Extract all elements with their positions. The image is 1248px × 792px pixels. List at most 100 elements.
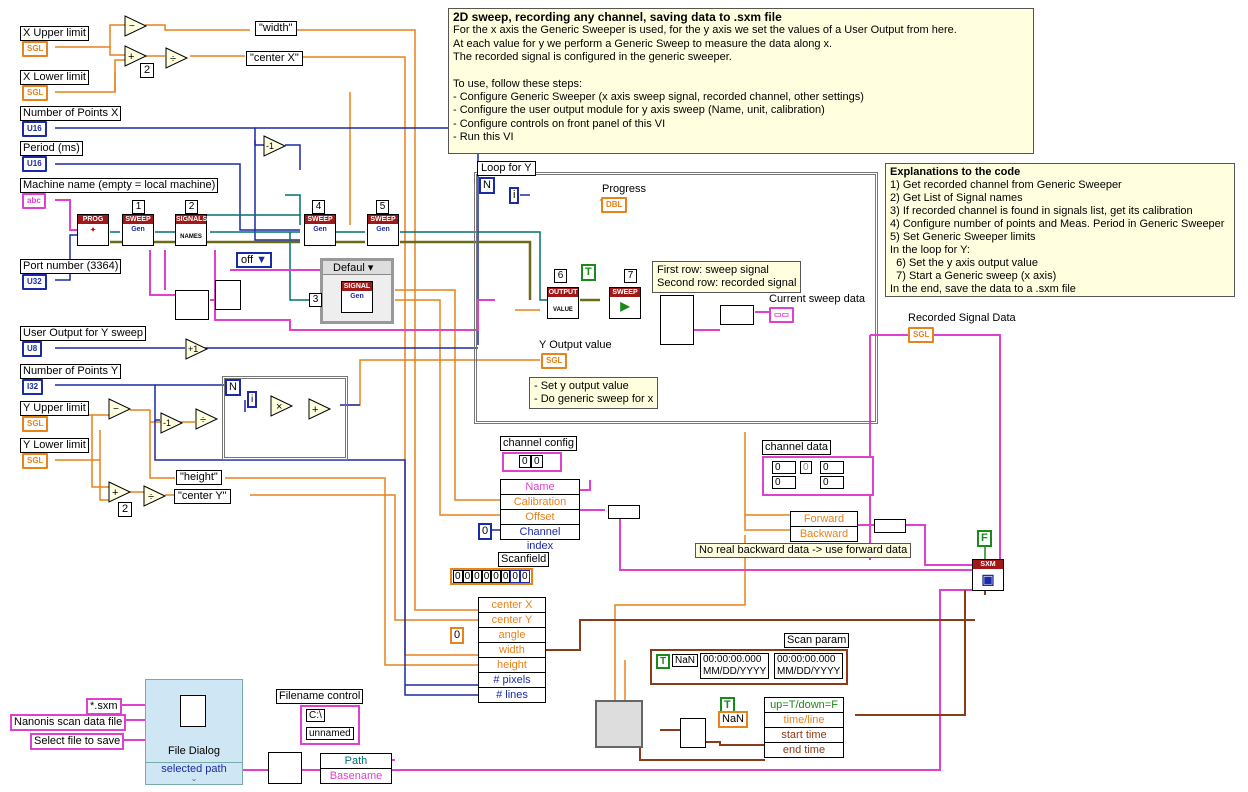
const-sxm-pattern[interactable]: *.sxm (86, 698, 122, 715)
case-selector[interactable]: Defaul ▾ (323, 261, 391, 275)
current-sweep-indicator[interactable]: ▭▭ (769, 307, 795, 323)
elapsed-time-icon[interactable] (595, 700, 643, 748)
recorded-signal-label: Recorded Signal Data (908, 312, 1016, 324)
const-two-x[interactable]: 2 (140, 63, 155, 78)
scanfield-value: 0 (472, 570, 482, 583)
explanation-line: 3) If recorded channel is found in signa… (890, 205, 1193, 217)
scanfield-bundle[interactable]: center X center Y angle width height # p… (478, 597, 546, 703)
period-terminal[interactable]: U16 (22, 156, 47, 172)
filename-control-constant[interactable]: C:\ unnamed (300, 705, 360, 745)
svg-text:+: + (312, 404, 318, 416)
search-array-icon[interactable] (175, 290, 209, 320)
port-terminal[interactable]: U32 (22, 274, 47, 290)
y-upper-terminal[interactable]: SGL (22, 416, 49, 432)
const-false[interactable]: F (977, 530, 992, 547)
points-y-terminal[interactable]: I32 (22, 379, 44, 395)
build-cluster-data-icon[interactable] (874, 519, 906, 533)
description-line: To use, follow these steps: (453, 77, 583, 90)
rows-note: First row: sweep signal Second row: reco… (652, 261, 802, 293)
subtract-y-node[interactable]: − (108, 398, 132, 420)
sxm-save-vi[interactable]: SXM▣ (972, 559, 1004, 591)
build-cluster-icon[interactable] (608, 505, 640, 519)
y-values-for-loop[interactable]: N i (222, 376, 348, 460)
true-const-loop[interactable]: T (581, 264, 596, 281)
get-date-time-icon[interactable] (680, 718, 706, 748)
points-x-terminal[interactable]: U16 (22, 121, 47, 137)
x-lower-terminal[interactable]: SGL (22, 85, 49, 101)
const-height[interactable]: "height" (176, 470, 222, 485)
filename-control-label: Filename control (276, 689, 364, 704)
build-array-icon[interactable] (720, 305, 754, 325)
const-angle-zero[interactable]: 0 (450, 627, 465, 644)
add-node[interactable]: + (124, 45, 148, 67)
y-upper-label: Y Upper limit (20, 401, 89, 416)
channel-data-cell: 0 (772, 461, 796, 474)
add-y-node[interactable]: + (308, 398, 332, 420)
file-dialog-output[interactable]: selected path (146, 762, 242, 775)
file-dialog-node[interactable]: File Dialog selected path ⌄ (145, 679, 243, 785)
filename-bundle[interactable]: Path Basename (320, 753, 392, 784)
channel-data-constant[interactable]: 0 0 0 0 0 (762, 456, 874, 496)
const-width[interactable]: "width" (255, 21, 297, 36)
chevron-down-icon: ⌄ (190, 774, 198, 783)
channel-data-bundle[interactable]: Forward Backward (790, 511, 858, 542)
divide-node[interactable]: ÷ (165, 47, 189, 69)
explanations-title: Explanations to the code (890, 166, 1021, 178)
description-title: 2D sweep, recording any channel, saving … (453, 10, 782, 24)
progress-indicator[interactable]: DBL (601, 197, 628, 213)
const-channel-zero[interactable]: 0 (478, 523, 493, 540)
x-upper-terminal[interactable]: SGL (22, 41, 49, 57)
prog-init-vi[interactable]: PROG INIT✦ (77, 214, 109, 246)
step-5-number: 5 (376, 200, 389, 214)
channel-config-bundle[interactable]: Name Calibration Offset Channel index (500, 479, 580, 552)
scan-param-label: Scan param (784, 633, 850, 648)
output-label: OUTPUT (548, 288, 578, 297)
const-center-x[interactable]: "center X" (246, 51, 303, 66)
const-nan-scan[interactable]: NaN (718, 711, 749, 728)
index-array-icon[interactable] (215, 280, 241, 310)
field-up-down: up=T/down=F (765, 698, 843, 713)
scanfield-value: 0 (500, 570, 511, 583)
const-center-y[interactable]: "center Y" (174, 489, 231, 504)
description-line: At each value for y we perform a Generic… (453, 37, 833, 50)
channel-config-constant[interactable]: 0 0 (502, 452, 562, 472)
machine-terminal[interactable]: abc (22, 193, 46, 209)
strip-path-icon[interactable] (268, 752, 302, 784)
y-lower-terminal[interactable]: SGL (22, 453, 49, 469)
loop-i-terminal: i (247, 391, 258, 408)
start-sweep-vi[interactable]: SWEEP▶ (609, 287, 641, 319)
add-y-limits-node[interactable]: + (108, 481, 132, 503)
decrement-node[interactable]: -1 (263, 135, 287, 157)
scan-param-bundle[interactable]: up=T/down=F time/line start time end tim… (764, 697, 844, 758)
const-nanonis-type[interactable]: Nanonis scan data file (10, 714, 127, 731)
off-enum[interactable]: off ▼ (236, 252, 272, 268)
subtract-node[interactable]: − (124, 15, 148, 37)
const-select-prompt[interactable]: Select file to save (30, 733, 125, 750)
file-dialog-icon (180, 695, 206, 727)
y-output-value-indicator[interactable]: SGL (541, 353, 568, 369)
divide-center-y-node[interactable]: ÷ (143, 485, 167, 507)
const-two-y[interactable]: 2 (118, 502, 133, 517)
index-array-rows-icon[interactable] (660, 295, 694, 345)
user-output-terminal[interactable]: U8 (22, 341, 43, 357)
divide-y-node[interactable]: ÷ (195, 408, 219, 430)
decrement-y-node[interactable]: -1 (160, 412, 184, 434)
recorded-signal-indicator[interactable]: SGL (908, 327, 935, 343)
y-output-value-label: Y Output value (539, 339, 612, 351)
sweep-label: SWEEP (123, 215, 153, 224)
multiply-node[interactable]: × (270, 395, 294, 417)
scanfield-value: 0 (491, 570, 501, 583)
increment-node[interactable]: +1 (185, 338, 209, 360)
